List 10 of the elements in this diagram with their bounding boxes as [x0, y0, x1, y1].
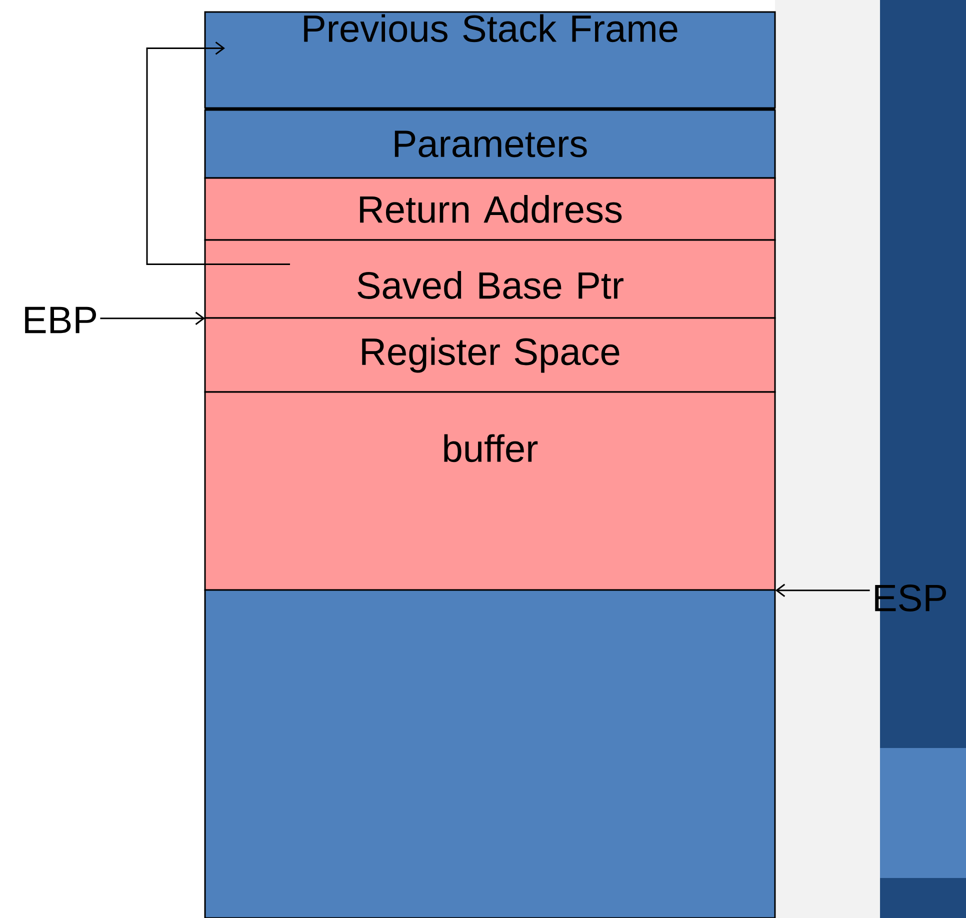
arrow [775, 584, 870, 597]
stack-cell: Parameters [204, 109, 776, 179]
arrow [146, 42, 290, 265]
arrow [100, 312, 205, 325]
stack-cell: Saved Base Ptr [204, 239, 776, 319]
stack-cell: Previous Stack Frame [204, 11, 776, 110]
stack-cell: Return Address [204, 177, 776, 241]
stack-cell [204, 589, 776, 918]
register-label: EBP [25, 306, 96, 334]
stack-cell: Register Space [204, 317, 776, 393]
